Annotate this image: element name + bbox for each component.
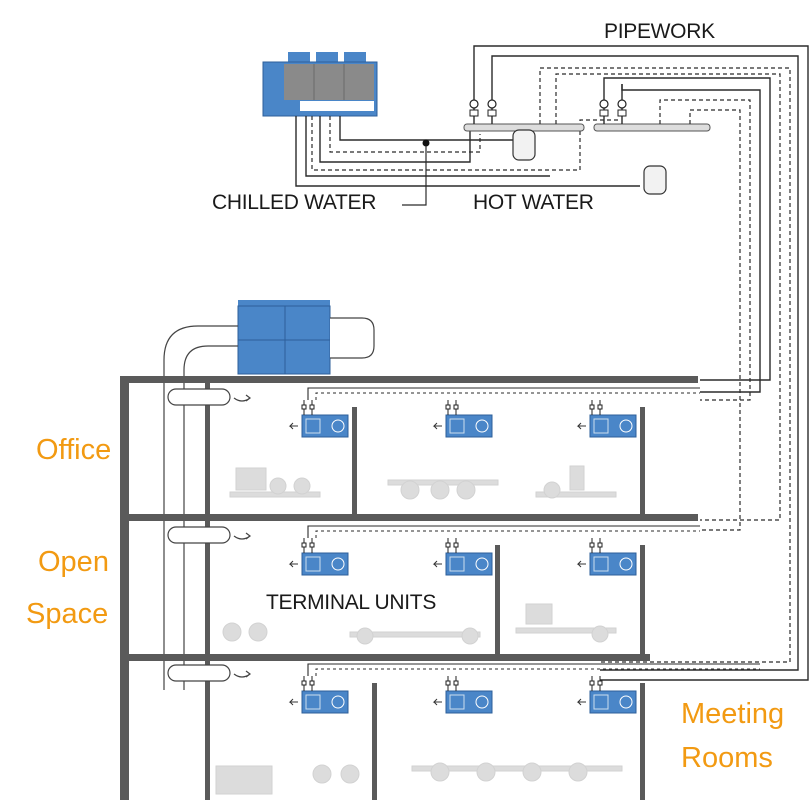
pipework-label: PIPEWORK (604, 20, 715, 43)
open-space-furniture (222, 603, 617, 645)
hot-water-label: HOT WATER (473, 191, 594, 214)
meeting-rooms-label-line2: Rooms (681, 742, 773, 774)
chilled-water-leader (402, 146, 427, 206)
terminal-unit (576, 400, 637, 438)
terminal-unit (288, 400, 349, 438)
building-structure (120, 376, 698, 800)
open-space-label-line1: Open (38, 546, 109, 578)
meeting-rooms-label-line1: Meeting (681, 698, 785, 730)
terminal-unit (432, 400, 493, 438)
terminal-unit (576, 676, 637, 714)
meeting-furniture (215, 762, 623, 795)
terminal-units-label: TERMINAL UNITS (266, 591, 437, 614)
office-furniture (229, 465, 617, 500)
chilled-water-label: CHILLED WATER (212, 191, 377, 214)
floor-ducts (167, 388, 231, 682)
floor-pipes (307, 387, 760, 676)
office-label: Office (36, 434, 112, 466)
junction-dot (422, 139, 430, 147)
terminal-unit (432, 676, 493, 714)
pipework-risers (473, 45, 809, 681)
terminal-unit (432, 538, 493, 576)
terminal-unit (288, 676, 349, 714)
air-handling-unit (163, 300, 375, 690)
terminal-unit (288, 538, 349, 576)
terminal-unit (576, 538, 637, 576)
terminal-units (288, 400, 637, 714)
chiller-unit (262, 52, 378, 117)
chilled-header (463, 64, 585, 161)
hot-header (593, 84, 711, 195)
open-space-label-line2: Space (26, 598, 109, 630)
